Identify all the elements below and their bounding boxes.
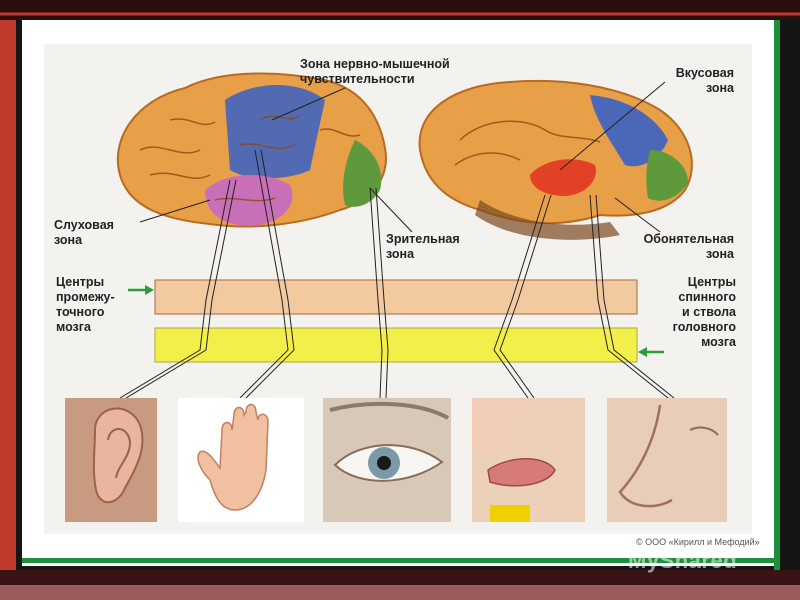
right-dark-border xyxy=(780,20,800,570)
label-visual-zone: Зрительная зона xyxy=(386,232,460,261)
watermark-text: MyShared xyxy=(628,548,738,573)
pathway-visual xyxy=(369,187,389,399)
bar-diencephalon xyxy=(154,279,638,315)
label-diencephalon-centers: Центры промежу- точного мозга xyxy=(56,275,115,334)
copyright-credit: © ООО «Кирилл и Мефодий» xyxy=(636,537,760,547)
leader-taste xyxy=(559,81,666,171)
label-auditory-zone: Слуховая зона xyxy=(54,218,114,247)
pathway-auditory xyxy=(119,179,237,399)
label-spinal-brainstem-centers: Центры спинного и ствола головного мозга xyxy=(672,275,736,349)
leader-auditory xyxy=(139,199,211,223)
bottom-green-line xyxy=(22,558,774,563)
top-band xyxy=(0,0,800,20)
pathway-taste xyxy=(493,194,552,399)
ear-icon xyxy=(65,398,157,522)
left-red-border xyxy=(0,20,16,570)
tongue-icon xyxy=(472,398,585,522)
leader-olfactory xyxy=(614,197,661,233)
arrow-to-spinal-icon xyxy=(638,347,664,357)
leader-neuromuscular xyxy=(271,87,346,121)
left-inner-border xyxy=(16,20,22,570)
eye-icon xyxy=(323,398,451,522)
pathway-olfactory xyxy=(589,194,675,399)
label-taste-zone: Вкусовая зона xyxy=(675,66,734,95)
label-olfactory-zone: Обонятельная зона xyxy=(643,232,734,261)
bottom-pink-band xyxy=(0,585,800,600)
pathway-touch xyxy=(239,149,295,399)
nose-icon xyxy=(607,398,727,522)
neural-pathways xyxy=(119,149,675,399)
brain-lateral-icon xyxy=(116,72,387,228)
right-green-border xyxy=(774,20,780,570)
hand-icon xyxy=(178,398,304,522)
arrow-to-diencephalon-icon xyxy=(128,285,154,295)
bar-spinal-brainstem xyxy=(154,327,638,363)
label-neuromuscular-zone: Зона нервно-мышечной чувствительности xyxy=(300,57,450,86)
